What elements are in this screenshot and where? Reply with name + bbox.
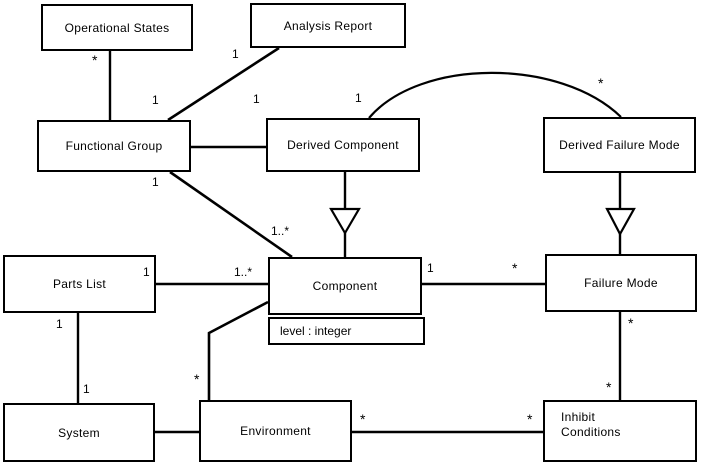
- class-label-failure-mode: Failure Mode: [584, 276, 658, 290]
- class-box-failure-mode[interactable]: Failure Mode: [545, 254, 697, 312]
- edge-derivedcomponent-derivedfailuremode: [368, 71, 622, 119]
- multiplicity-component-failuremode: 1: [427, 261, 434, 275]
- class-label-component: Component: [312, 279, 378, 293]
- class-box-derived-component[interactable]: Derived Component: [266, 118, 420, 172]
- multiplicity-inhibit-environment: *: [527, 411, 533, 427]
- multiplicity-component-functionalgroup: 1..*: [271, 224, 290, 238]
- class-label-parts-list: Parts List: [52, 277, 106, 291]
- multiplicity-functionalgroup-derivedcomponent: 1: [253, 92, 260, 106]
- class-box-derived-failure-mode[interactable]: Derived Failure Mode: [543, 117, 696, 173]
- class-box-functional-group[interactable]: Functional Group: [37, 120, 191, 172]
- multiplicity-functionalgroup-analysisreport: 1: [152, 93, 159, 107]
- class-box-operational-states[interactable]: Operational States: [41, 4, 193, 51]
- class-box-environment[interactable]: Environment: [199, 400, 352, 462]
- multiplicity-failuremode-inhibit: *: [628, 315, 634, 331]
- class-label-system: System: [58, 425, 100, 440]
- edge-functionalgroup-component: [169, 170, 293, 259]
- multiplicity-failuremode-component: *: [512, 260, 518, 276]
- edge-environment-component: [207, 300, 269, 400]
- multiplicity-functionalgroup-component: 1: [152, 175, 159, 189]
- generalization-triangle-failure-mode: [605, 207, 636, 237]
- multiplicity-analysisreport-functionalgroup: 1: [232, 47, 239, 61]
- class-label-functional-group: Functional Group: [65, 139, 163, 153]
- class-box-analysis-report[interactable]: Analysis Report: [250, 3, 406, 48]
- multiplicity-environment-inhibit: *: [360, 411, 366, 427]
- class-label-analysis-report: Analysis Report: [283, 18, 373, 33]
- class-label-derived-component: Derived Component: [287, 138, 399, 152]
- multiplicity-derivedcomponent-arc: 1: [355, 91, 362, 105]
- class-box-parts-list[interactable]: Parts List: [3, 255, 156, 313]
- multiplicity-partslist-system: 1: [56, 317, 63, 331]
- attribute-component-level: level : integer: [280, 324, 352, 338]
- multiplicity-inhibit-failuremode: *: [606, 379, 612, 395]
- class-box-inhibit-conditions[interactable]: Inhibit Conditions: [543, 400, 697, 462]
- multiplicity-system-partslist: 1: [83, 382, 90, 396]
- multiplicity-component-partslist: 1..*: [234, 265, 253, 279]
- class-label-inhibit-conditions: Inhibit Conditions: [561, 410, 621, 439]
- attribute-compartment-component[interactable]: level : integer: [268, 317, 425, 345]
- class-label-derived-failure-mode: Derived Failure Mode: [559, 138, 680, 152]
- multiplicity-derivedfailuremode-arc: *: [598, 75, 604, 91]
- edge-analysisreport-functionalgroup: [167, 46, 280, 122]
- class-label-operational-states: Operational States: [64, 20, 170, 35]
- class-box-component[interactable]: Component: [268, 257, 422, 315]
- multiplicity-partslist-component: 1: [143, 265, 150, 279]
- multiplicity-opstates-functionalgroup: *: [92, 52, 98, 68]
- class-box-system[interactable]: System: [3, 403, 155, 462]
- multiplicity-environment-component: *: [194, 371, 200, 387]
- class-label-environment: Environment: [240, 424, 311, 438]
- generalization-triangle-component: [329, 207, 361, 236]
